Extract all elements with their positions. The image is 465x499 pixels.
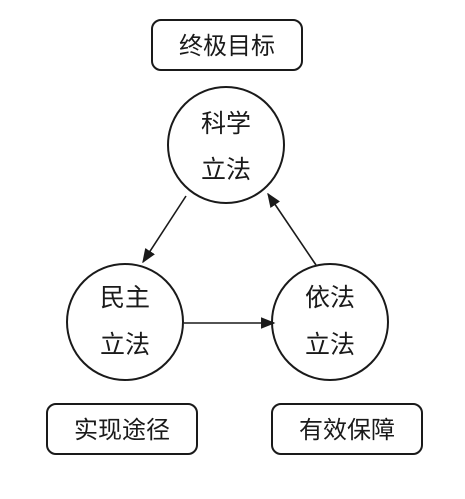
democratic-node-line2: 立法 bbox=[100, 330, 150, 359]
democratic-legislation-node: 民主 立法 bbox=[66, 263, 184, 381]
scientific-legislation-node: 科学 立法 bbox=[167, 86, 285, 204]
path-label-box: 实现途径 bbox=[46, 403, 198, 455]
goal-label-box: 终极目标 bbox=[151, 19, 303, 71]
democratic-node-line1: 民主 bbox=[100, 283, 150, 312]
arrow-scientific-to-democratic bbox=[142, 195, 187, 264]
lawful-legislation-node: 依法 立法 bbox=[271, 263, 389, 381]
lawful-node-line1: 依法 bbox=[305, 283, 355, 312]
path-label: 实现途径 bbox=[74, 416, 170, 444]
scientific-node-line1: 科学 bbox=[201, 109, 251, 138]
guarantee-label-box: 有效保障 bbox=[271, 403, 423, 455]
scientific-node-line2: 立法 bbox=[201, 155, 251, 184]
lawful-node-line2: 立法 bbox=[305, 330, 355, 359]
goal-label: 终极目标 bbox=[179, 32, 275, 60]
arrow-lawful-to-scientific bbox=[267, 192, 317, 266]
guarantee-label: 有效保障 bbox=[299, 416, 395, 444]
